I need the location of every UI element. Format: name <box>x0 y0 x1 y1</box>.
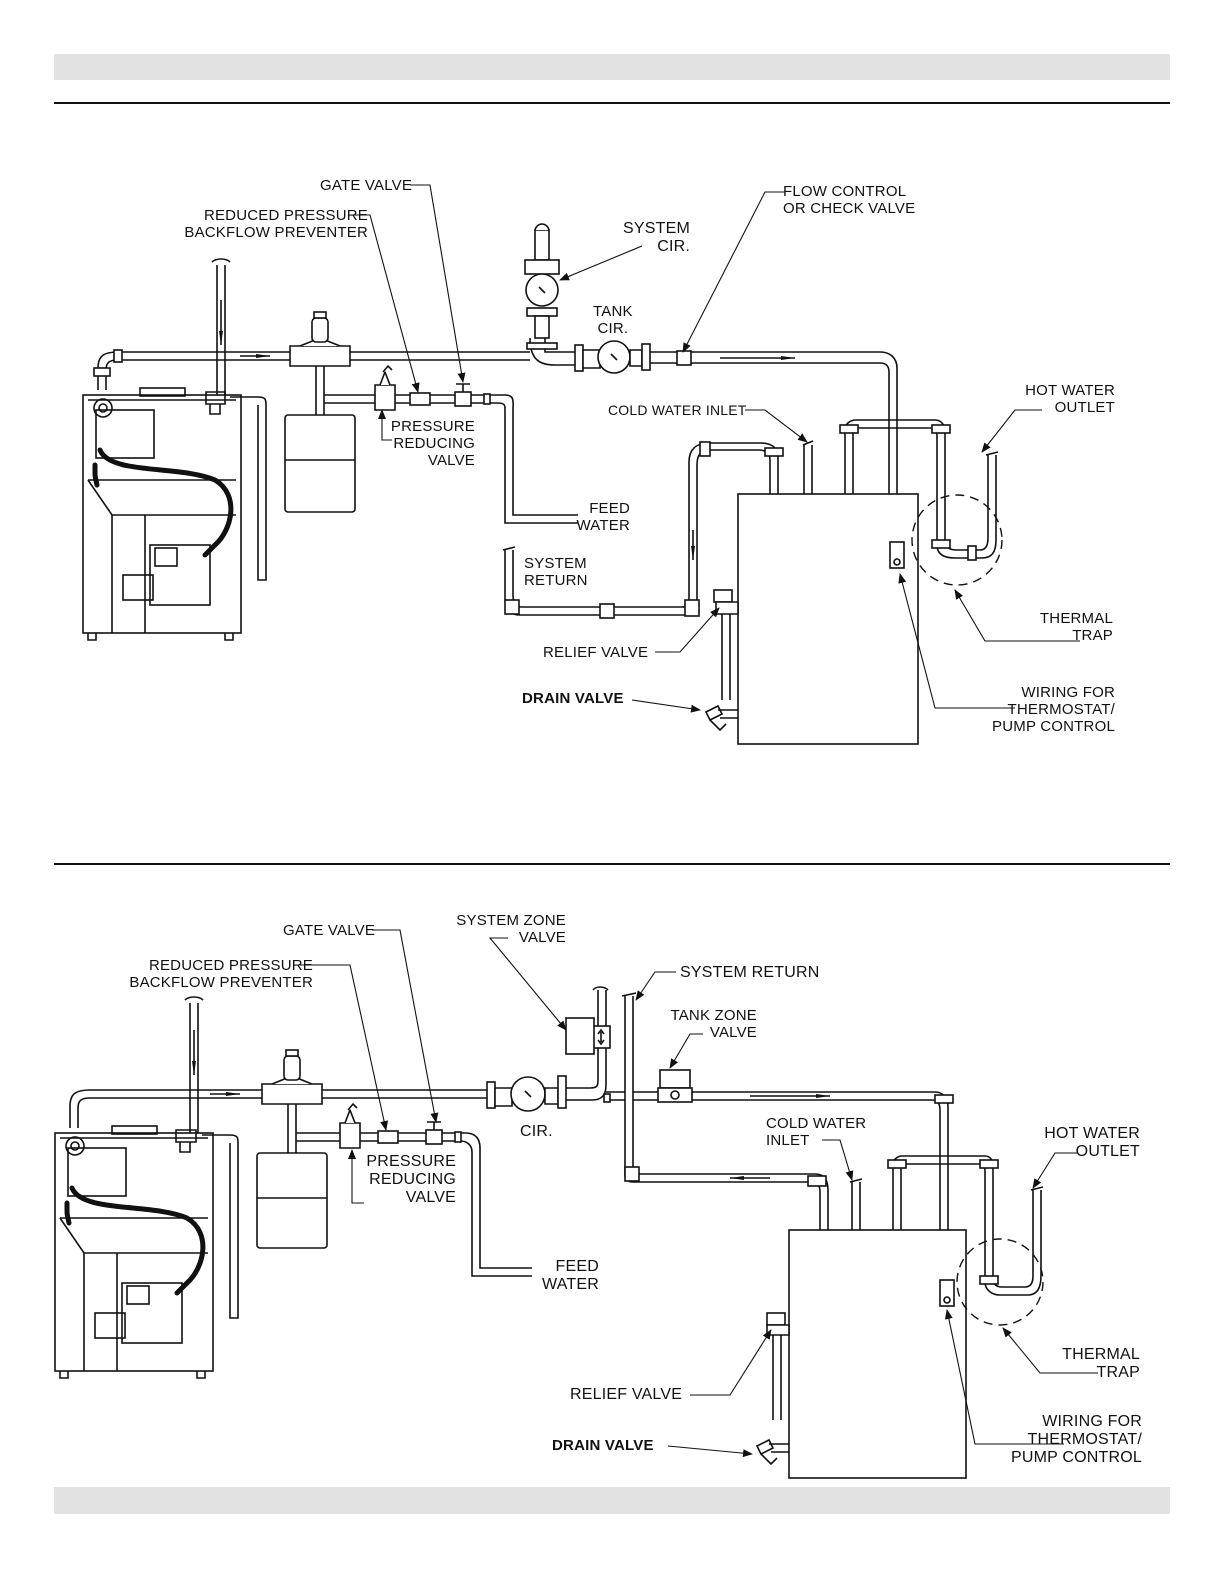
backflow-preventer-label-1: REDUCED PRESSURE BACKFLOW PREVENTER <box>184 207 368 241</box>
wiring-label-1: WIRING FOR THERMOSTAT/ PUMP CONTROL <box>992 684 1115 735</box>
leader-lines-1 <box>350 184 1080 713</box>
system-return-label-2: SYSTEM RETURN <box>680 964 820 981</box>
pressure-reducing-valve-label-1: PRESSURE REDUCING VALVE <box>390 418 475 469</box>
system-zone-valve-label-2: SYSTEM ZONE VALVE <box>456 912 566 946</box>
cold-water-inlet-label-2: COLD WATER INLET <box>766 1115 867 1149</box>
thermal-trap-label-2: THERMAL TRAP <box>1062 1346 1140 1381</box>
top-divider <box>54 102 1170 104</box>
boiler-1 <box>82 387 242 641</box>
header-band <box>54 54 1170 80</box>
pressure-reducing-valve-label-2: PRESSURE REDUCING VALVE <box>366 1153 456 1206</box>
middle-divider <box>54 863 1170 865</box>
hot-water-outlet-label-1: HOT WATER OUTLET <box>1025 382 1115 416</box>
diagram-2 <box>54 929 1098 1479</box>
leader-lines-2 <box>300 929 1098 1458</box>
backflow-preventer-label-2: REDUCED PRESSURE BACKFLOW PREVENTER <box>129 957 313 991</box>
thermal-trap-label-1: THERMAL TRAP <box>1039 610 1113 644</box>
gate-valve-label-2: GATE VALVE <box>283 922 376 939</box>
cold-water-inlet-label-1: COLD WATER INLET <box>608 402 747 418</box>
drain-valve-label-1: DRAIN VALVE <box>522 690 624 707</box>
flow-control-label-1: FLOW CONTROL OR CHECK VALVE <box>783 183 916 217</box>
footer-band <box>54 1487 1170 1514</box>
diagram-1 <box>82 184 1080 745</box>
boiler-2 <box>54 1125 214 1379</box>
relief-valve-label-2: RELIEF VALVE <box>570 1386 683 1403</box>
feed-water-label-2: FEED WATER <box>542 1258 599 1293</box>
tank-cir-label-1: TANK CIR. <box>593 303 633 337</box>
feed-water-label-1: FEED WATER <box>576 500 630 534</box>
wiring-label-2: WIRING FOR THERMOSTAT/ PUMP CONTROL <box>1010 1413 1142 1466</box>
gate-valve-label-1: GATE VALVE <box>320 177 413 194</box>
hot-water-outlet-label-2: HOT WATER OUTLET <box>1044 1125 1140 1160</box>
tank-zone-valve-label-2: TANK ZONE VALVE <box>670 1007 757 1041</box>
system-cir-label-1: SYSTEM CIR. <box>623 220 690 255</box>
relief-valve-label-1: RELIEF VALVE <box>543 644 649 661</box>
cir-label-2: CIR. <box>520 1123 553 1140</box>
system-return-label-1: SYSTEM RETURN <box>524 555 588 589</box>
drain-valve-label-2: DRAIN VALVE <box>552 1437 654 1454</box>
